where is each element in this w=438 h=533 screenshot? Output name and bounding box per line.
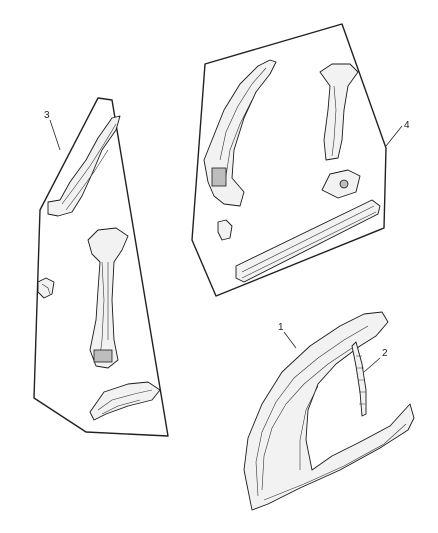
panel-group-4 [191,23,387,297]
rocker-rail-part [235,199,381,283]
body-side-aperture-part [243,311,415,511]
callout-1: 1 [278,322,297,349]
bracket-hole [339,179,349,189]
callout-label-4: 4 [404,120,410,131]
b-pillar-foot [93,349,113,363]
callout-label-2: 2 [382,348,388,359]
small-bracket-part [37,277,55,299]
a-pillar-upper-part [47,115,121,217]
callout-2: 2 [363,348,388,373]
side-aperture-group [243,311,415,511]
b-pillar-outer-part [319,63,359,161]
callout-label-1: 1 [278,322,284,333]
weatherstrip-part [351,341,367,417]
callout-3: 3 [44,110,61,151]
sill-reinforcement-part [89,381,161,421]
a-pillar-plate [211,167,227,187]
callout-4: 4 [385,120,410,147]
callout-label-3: 3 [44,110,50,121]
small-clip-part [217,219,233,241]
panel-group-3 [33,97,169,437]
